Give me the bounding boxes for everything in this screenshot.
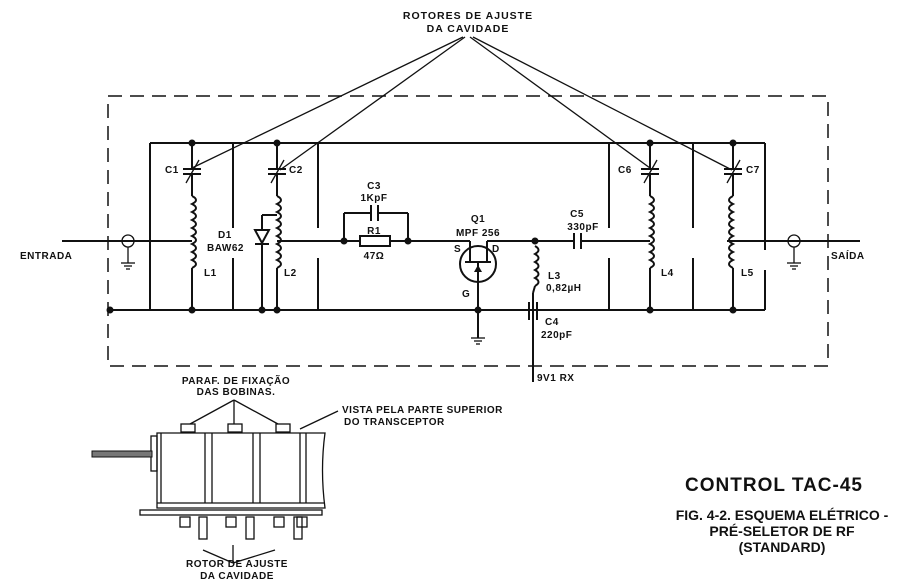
rotor-label-line1: ROTOR DE AJUSTE bbox=[186, 559, 288, 570]
cavity-partitions bbox=[232, 143, 694, 310]
ground-icon bbox=[471, 337, 485, 345]
q1-source-pin: S bbox=[454, 244, 461, 255]
ground-icon bbox=[121, 262, 135, 270]
c7-label: C7 bbox=[746, 165, 760, 176]
screws-label-line1: PARAF. DE FIXAÇÃO bbox=[182, 374, 290, 387]
d1-value-label: BAW62 bbox=[207, 243, 244, 254]
c6-label: C6 bbox=[618, 165, 632, 176]
product-title: CONTROL TAC-45 bbox=[685, 475, 863, 496]
figure-caption-line2: PRÉ-SELETOR DE RF bbox=[709, 523, 855, 539]
view-label-line2: DO TRANSCEPTOR bbox=[344, 417, 445, 428]
q1-gate-pin: G bbox=[462, 289, 470, 300]
l1-label: L1 bbox=[204, 268, 217, 279]
r1-ref-label: R1 bbox=[367, 226, 381, 237]
l3-c4-supply bbox=[528, 237, 540, 382]
rotor-label-line2: DA CAVIDADE bbox=[200, 571, 274, 582]
q1-drain-pin: D bbox=[492, 244, 500, 255]
ground-icon bbox=[787, 262, 801, 270]
supply-label: 9V1 RX bbox=[537, 373, 574, 384]
c4-value-label: 220pF bbox=[541, 330, 572, 341]
resonator-4 bbox=[724, 139, 742, 314]
l5-label: L5 bbox=[741, 268, 754, 279]
output-label: SAÍDA bbox=[831, 249, 865, 262]
rotors-note-line2: DA CAVIDADE bbox=[427, 23, 510, 35]
input-label: ENTRADA bbox=[20, 251, 72, 262]
c5-value-label: 330pF bbox=[567, 222, 598, 233]
rotors-note-line1: ROTORES DE AJUSTE bbox=[403, 10, 533, 22]
r1-value-label: 47Ω bbox=[364, 251, 385, 262]
q1-jfet-symbol bbox=[408, 240, 535, 338]
l4-label: L4 bbox=[661, 268, 674, 279]
screws-label-line2: DAS BOBINAS. bbox=[197, 387, 276, 398]
c5-capacitor bbox=[535, 233, 650, 249]
l2-label: L2 bbox=[284, 268, 297, 279]
view-label-line1: VISTA PELA PARTE SUPERIOR bbox=[342, 405, 503, 416]
cavity-enclosure bbox=[107, 95, 829, 367]
figure-caption-line3: (STANDARD) bbox=[739, 539, 826, 555]
resonator-2 bbox=[253, 139, 286, 314]
q1-value-label: MPF 256 bbox=[456, 228, 500, 239]
c3-value-label: 1KpF bbox=[361, 193, 388, 204]
cavity-housing-drawing bbox=[91, 399, 339, 564]
c5-ref-label: C5 bbox=[570, 209, 584, 220]
c2-label: C2 bbox=[289, 165, 303, 176]
figure-caption-line1: FIG. 4-2. ESQUEMA ELÉTRICO - bbox=[676, 507, 889, 523]
d1-ref-label: D1 bbox=[218, 230, 232, 241]
q1-ref-label: Q1 bbox=[471, 214, 485, 225]
c3-ref-label: C3 bbox=[367, 181, 381, 192]
c4-ref-label: C4 bbox=[545, 317, 559, 328]
c1-label: C1 bbox=[165, 165, 179, 176]
r1-c3-network bbox=[340, 205, 412, 247]
l3-value-label: 0,82µH bbox=[546, 283, 581, 294]
rotor-leader-lines bbox=[191, 36, 733, 171]
l3-ref-label: L3 bbox=[548, 271, 561, 282]
resonator-3 bbox=[641, 139, 659, 314]
resonator-1 bbox=[183, 139, 201, 314]
